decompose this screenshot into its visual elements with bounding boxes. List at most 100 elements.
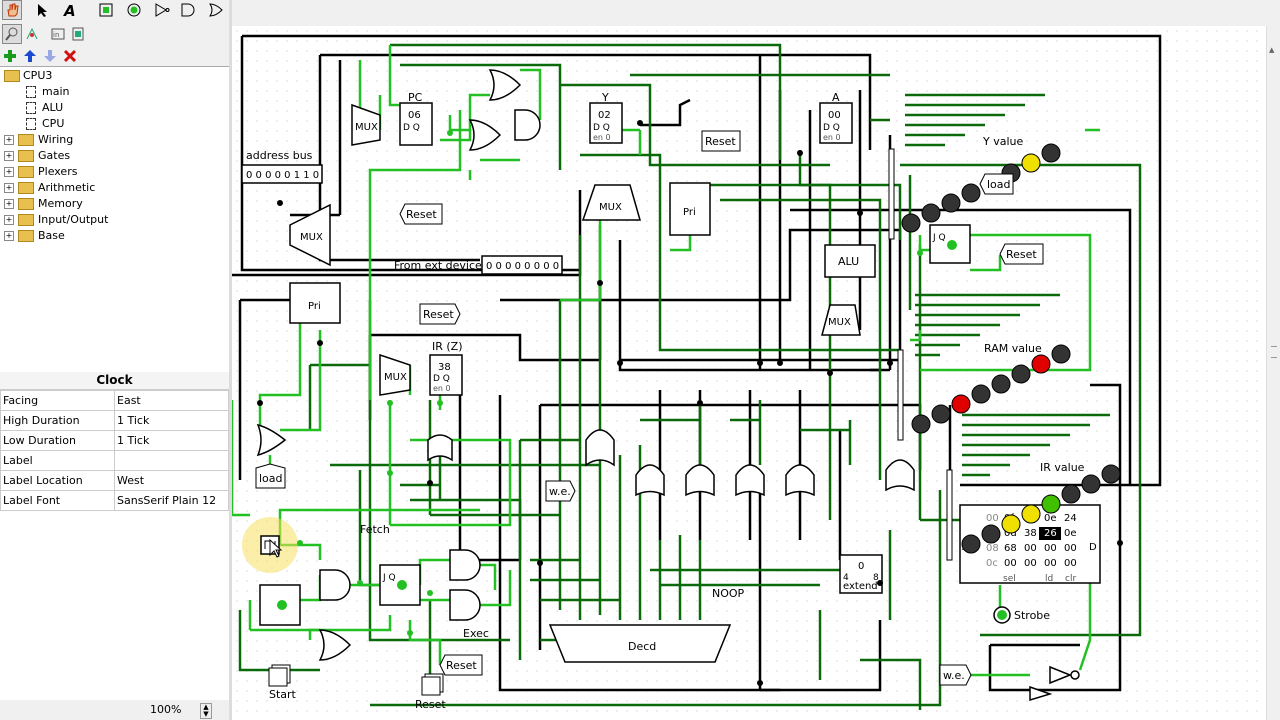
jk-flipflop-1[interactable]: J Q — [929, 224, 971, 264]
ram-cell[interactable]: 00 — [1024, 543, 1037, 554]
register-pc[interactable]: PC 06 D Q — [399, 91, 433, 146]
ram-cell[interactable]: 68 — [1004, 543, 1017, 554]
expand-icon[interactable]: + — [4, 199, 14, 209]
mux-ir[interactable] — [379, 353, 411, 396]
add-input-icon[interactable] — [96, 0, 116, 20]
tree-library-plexers[interactable]: +Plexers — [4, 164, 77, 180]
vertical-scrollbar[interactable]: ▲ — [1266, 26, 1280, 720]
hand-tool-icon[interactable] — [2, 0, 22, 20]
tree-library-wiring[interactable]: +Wiring — [4, 132, 73, 148]
tunnel-we[interactable]: w.e. — [939, 664, 972, 686]
register-a[interactable]: A 00 D Q en 0 — [819, 91, 853, 144]
expand-icon[interactable]: + — [4, 215, 14, 225]
attribute-value[interactable]: 1 Tick — [114, 430, 229, 451]
tree-item-alu[interactable]: ALU — [26, 100, 63, 116]
tunnel-reset[interactable]: Reset — [399, 203, 443, 225]
attribute-value[interactable]: West — [114, 470, 229, 491]
ram-cell[interactable]: 00 — [1044, 558, 1057, 569]
d-flipflop-start[interactable] — [259, 584, 301, 626]
jk-flipflop-fetch[interactable]: J Q — [379, 564, 421, 606]
move-up-icon[interactable] — [20, 46, 40, 66]
tunnel-reset[interactable]: Reset — [439, 654, 483, 676]
tunnel-reset[interactable]: Reset — [999, 243, 1044, 265]
move-down-icon[interactable] — [40, 46, 60, 66]
start-button[interactable]: Start — [268, 664, 297, 701]
reset-button[interactable]: Reset — [415, 673, 446, 711]
tunnel-load[interactable]: load — [255, 463, 286, 489]
expand-icon[interactable]: + — [4, 135, 14, 145]
tunnel-load[interactable]: load — [979, 173, 1014, 195]
tree-item-main[interactable]: main — [26, 84, 69, 100]
attribute-value[interactable]: East — [114, 390, 229, 411]
logic-gates[interactable] — [256, 69, 1080, 702]
magnifier-circuit-icon — [26, 118, 36, 130]
ram-cell[interactable]: 0e — [1064, 528, 1077, 539]
add-circuit-icon[interactable] — [0, 46, 20, 66]
explorer-toggle-icon[interactable] — [2, 24, 22, 44]
tunnel-we[interactable]: w.e. — [545, 480, 576, 502]
circuit-canvas[interactable]: address bus 0 0 0 0 0 1 1 0 From ext dev… — [232, 26, 1266, 720]
ram-cell[interactable]: 00 — [1064, 558, 1077, 569]
priority-encoder-1[interactable]: Pri — [669, 182, 711, 236]
delete-circuit-icon[interactable] — [60, 46, 80, 66]
tree-library-base[interactable]: +Base — [4, 228, 65, 244]
text-tool-icon[interactable]: A — [60, 0, 80, 20]
appearance-icon[interactable]: in — [48, 24, 68, 44]
priority-encoder-2[interactable]: Pri — [289, 282, 341, 324]
scroll-up-icon[interactable]: ▲ — [1269, 46, 1275, 54]
register-y[interactable]: Y 02 D Q en 0 — [589, 91, 623, 144]
ram-cell[interactable]: 0e — [1044, 513, 1057, 524]
bit-extender[interactable]: 0 4 8 extend — [839, 554, 883, 594]
layout-icon[interactable] — [68, 24, 88, 44]
select-arrow-icon[interactable] — [32, 0, 52, 20]
zoom-stepper[interactable]: ▲▼ — [200, 703, 212, 719]
register-ir[interactable]: IR (Z) 38 D Q en 0 — [429, 340, 463, 396]
attribute-value[interactable] — [114, 450, 229, 471]
circuit-drawing[interactable]: address bus 0 0 0 0 0 1 1 0 From ext dev… — [232, 26, 1266, 720]
ram-cell[interactable]: 00 — [1044, 543, 1057, 554]
simulation-tree-icon[interactable] — [22, 24, 42, 44]
scroll-thumb[interactable] — [1271, 346, 1277, 358]
expand-icon[interactable]: + — [4, 183, 14, 193]
expand-icon[interactable]: + — [4, 167, 14, 177]
or-gate-icon[interactable] — [206, 0, 226, 20]
tree-library-arithmetic[interactable]: +Arithmetic — [4, 180, 95, 196]
add-output-icon[interactable] — [124, 0, 144, 20]
ram-cell[interactable]: 00 — [1004, 558, 1017, 569]
alu-block[interactable]: ALU — [824, 244, 876, 278]
tunnel-reset[interactable]: Reset — [701, 130, 741, 152]
mux-pc[interactable] — [351, 103, 381, 146]
attribute-value[interactable]: 1 Tick — [114, 410, 229, 431]
ram-cell[interactable]: 26 — [1044, 528, 1057, 539]
ram-cell[interactable]: 24 — [1064, 513, 1077, 524]
mux-address[interactable] — [289, 203, 331, 267]
tree-library-gates[interactable]: +Gates — [4, 148, 70, 164]
attribute-row[interactable]: Label — [0, 450, 229, 471]
ram-cell[interactable]: 00 — [1064, 543, 1077, 554]
ram-cell[interactable]: 38 — [1024, 528, 1037, 539]
tree-item-cpu[interactable]: CPU — [26, 116, 64, 132]
expand-icon[interactable]: + — [4, 231, 14, 241]
splitter[interactable] — [229, 0, 232, 720]
tree-root[interactable]: CPU3 — [4, 68, 52, 84]
clock-component[interactable] — [242, 517, 298, 573]
expand-icon[interactable]: + — [4, 151, 14, 161]
tunnel-reset[interactable]: Reset — [419, 303, 461, 325]
mux-y[interactable] — [581, 184, 641, 221]
and-gate-icon[interactable] — [178, 0, 198, 20]
ext-device-pins[interactable] — [481, 255, 563, 275]
mux-label: MUX — [384, 372, 407, 383]
ram-cell[interactable]: 0d — [1004, 528, 1017, 539]
mux-alu[interactable] — [821, 304, 861, 336]
tree-library-input-output[interactable]: +Input/Output — [4, 212, 108, 228]
tree-library-memory[interactable]: +Memory — [4, 196, 83, 212]
attribute-value[interactable]: SansSerif Plain 12 — [114, 490, 229, 511]
ram-cell[interactable]: 00 — [1024, 558, 1037, 569]
not-gate-icon[interactable] — [152, 0, 172, 20]
decoder[interactable]: Decd — [548, 624, 732, 663]
